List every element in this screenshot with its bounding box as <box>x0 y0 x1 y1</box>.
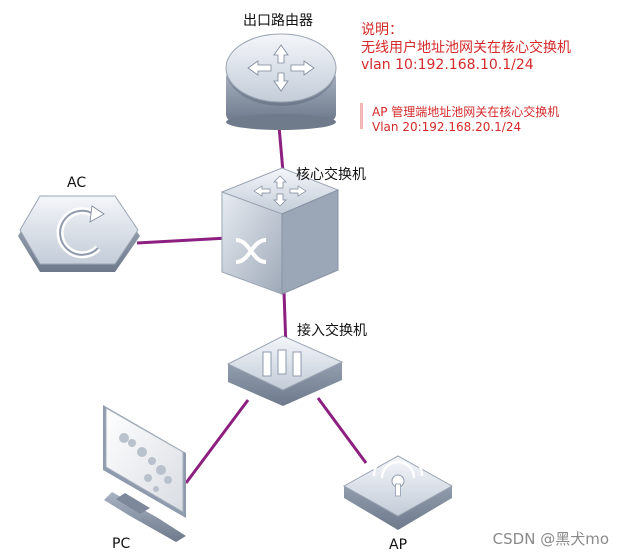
note-ap-marker <box>360 103 363 129</box>
note-wireless-gateway: 无线用户地址池网关在核心交换机 <box>361 39 571 56</box>
router-icon <box>225 33 337 130</box>
note-wireless: 说明： 无线用户地址池网关在核心交换机 vlan 10:192.168.10.1… <box>361 22 571 75</box>
core-switch-icon <box>220 167 340 295</box>
note-ap: AP 管理端地址池网关在核心交换机 Vlan 20:192.168.20.1/2… <box>372 105 559 135</box>
note-ap-vlan: Vlan 20:192.168.20.1/24 <box>372 120 522 134</box>
link-ac-core <box>136 236 229 245</box>
link-access-pc <box>184 399 250 484</box>
link-access-ap <box>316 397 368 464</box>
ap-icon <box>342 450 454 530</box>
ap-label: AP <box>389 537 408 553</box>
watermark: CSDN @黑犬mo <box>492 530 609 548</box>
ac-controller-icon <box>18 195 140 272</box>
pc-label: PC <box>112 536 131 552</box>
access-switch-icon <box>226 335 344 406</box>
router-label: 出口路由器 <box>243 13 313 29</box>
links <box>136 125 368 484</box>
pc-icon <box>103 405 186 542</box>
note-heading: 说明： <box>361 22 403 38</box>
access-switch-label: 接入交换机 <box>297 323 367 339</box>
core-switch-label: 核心交换机 <box>296 167 366 183</box>
link-router-core <box>277 125 285 173</box>
note-wireless-vlan: vlan 10:192.168.10.1/24 <box>361 57 534 73</box>
ac-label: AC <box>67 175 87 191</box>
note-ap-gateway: AP 管理端地址池网关在核心交换机 <box>372 105 560 119</box>
